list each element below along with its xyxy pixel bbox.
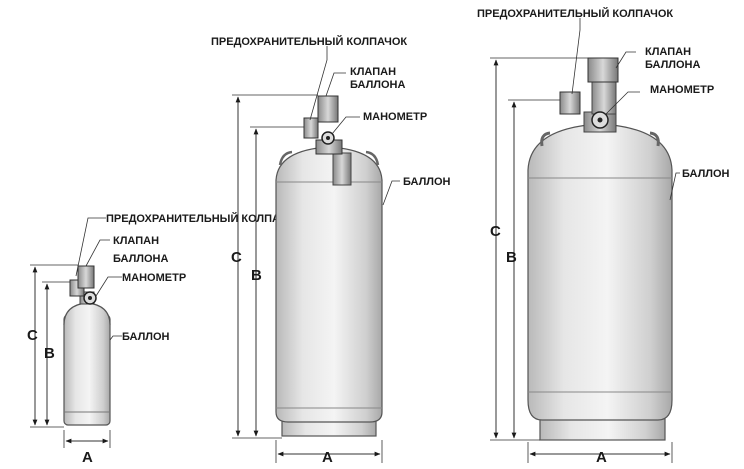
medium-gauge-label: МАНОМЕТР bbox=[363, 111, 427, 123]
small-safety-cap-label: ПРЕДОХРАНИТЕЛЬНЫЙ КОЛПАЧОК bbox=[106, 212, 302, 225]
large-valve-label-1: КЛАПАН bbox=[645, 46, 691, 58]
large-cylinder-body bbox=[527, 123, 673, 421]
large-cylinder-label: БАЛЛОН bbox=[682, 168, 730, 180]
large-dimensions bbox=[490, 57, 673, 463]
medium-cylinder bbox=[275, 95, 383, 437]
medium-dimensions bbox=[232, 94, 383, 463]
medium-cylinder-label: БАЛЛОН bbox=[403, 176, 451, 188]
large-leaders bbox=[571, 18, 680, 201]
small-cylinder-body bbox=[63, 314, 111, 426]
medium-dim-b: B bbox=[251, 267, 262, 284]
small-valve bbox=[77, 265, 95, 289]
large-dim-b: B bbox=[506, 249, 517, 266]
small-valve-label-2: БАЛЛОНА bbox=[113, 253, 169, 265]
small-dimensions bbox=[30, 264, 111, 448]
large-cylinder bbox=[527, 57, 673, 441]
large-gauge-label: МАНОМЕТР bbox=[650, 84, 714, 96]
large-dim-c: C bbox=[490, 223, 501, 240]
small-valve-label-1: КЛАПАН bbox=[113, 235, 159, 247]
medium-cylinder-body bbox=[275, 146, 383, 423]
small-dim-c: C bbox=[27, 327, 38, 344]
large-valve-label-2: БАЛЛОНА bbox=[645, 59, 701, 71]
small-dim-a: A bbox=[82, 449, 93, 466]
medium-safety-cap-label: ПРЕДОХРАНИТЕЛЬНЫЙ КОЛПАЧОК bbox=[211, 35, 407, 48]
small-gauge-label: МАНОМЕТР bbox=[122, 272, 186, 284]
medium-dim-c: C bbox=[231, 249, 242, 266]
small-leaders bbox=[75, 217, 122, 341]
medium-dim-a: A bbox=[322, 449, 333, 466]
small-cylinder bbox=[63, 265, 111, 426]
large-safety-cap bbox=[559, 91, 581, 115]
medium-safety-cap bbox=[303, 117, 319, 139]
medium-valve-label-2: БАЛЛОНА bbox=[350, 79, 406, 91]
large-safety-cap-label: ПРЕДОХРАНИТЕЛЬНЫЙ КОЛПАЧОК bbox=[477, 7, 673, 20]
medium-leaders bbox=[309, 46, 400, 206]
large-dim-a: A bbox=[596, 449, 607, 466]
large-valve bbox=[587, 57, 619, 83]
medium-valve-label-1: КЛАПАН bbox=[350, 66, 396, 78]
small-cylinder-label: БАЛЛОН bbox=[122, 331, 170, 343]
medium-valve bbox=[317, 95, 339, 123]
small-dim-b: B bbox=[44, 345, 55, 362]
